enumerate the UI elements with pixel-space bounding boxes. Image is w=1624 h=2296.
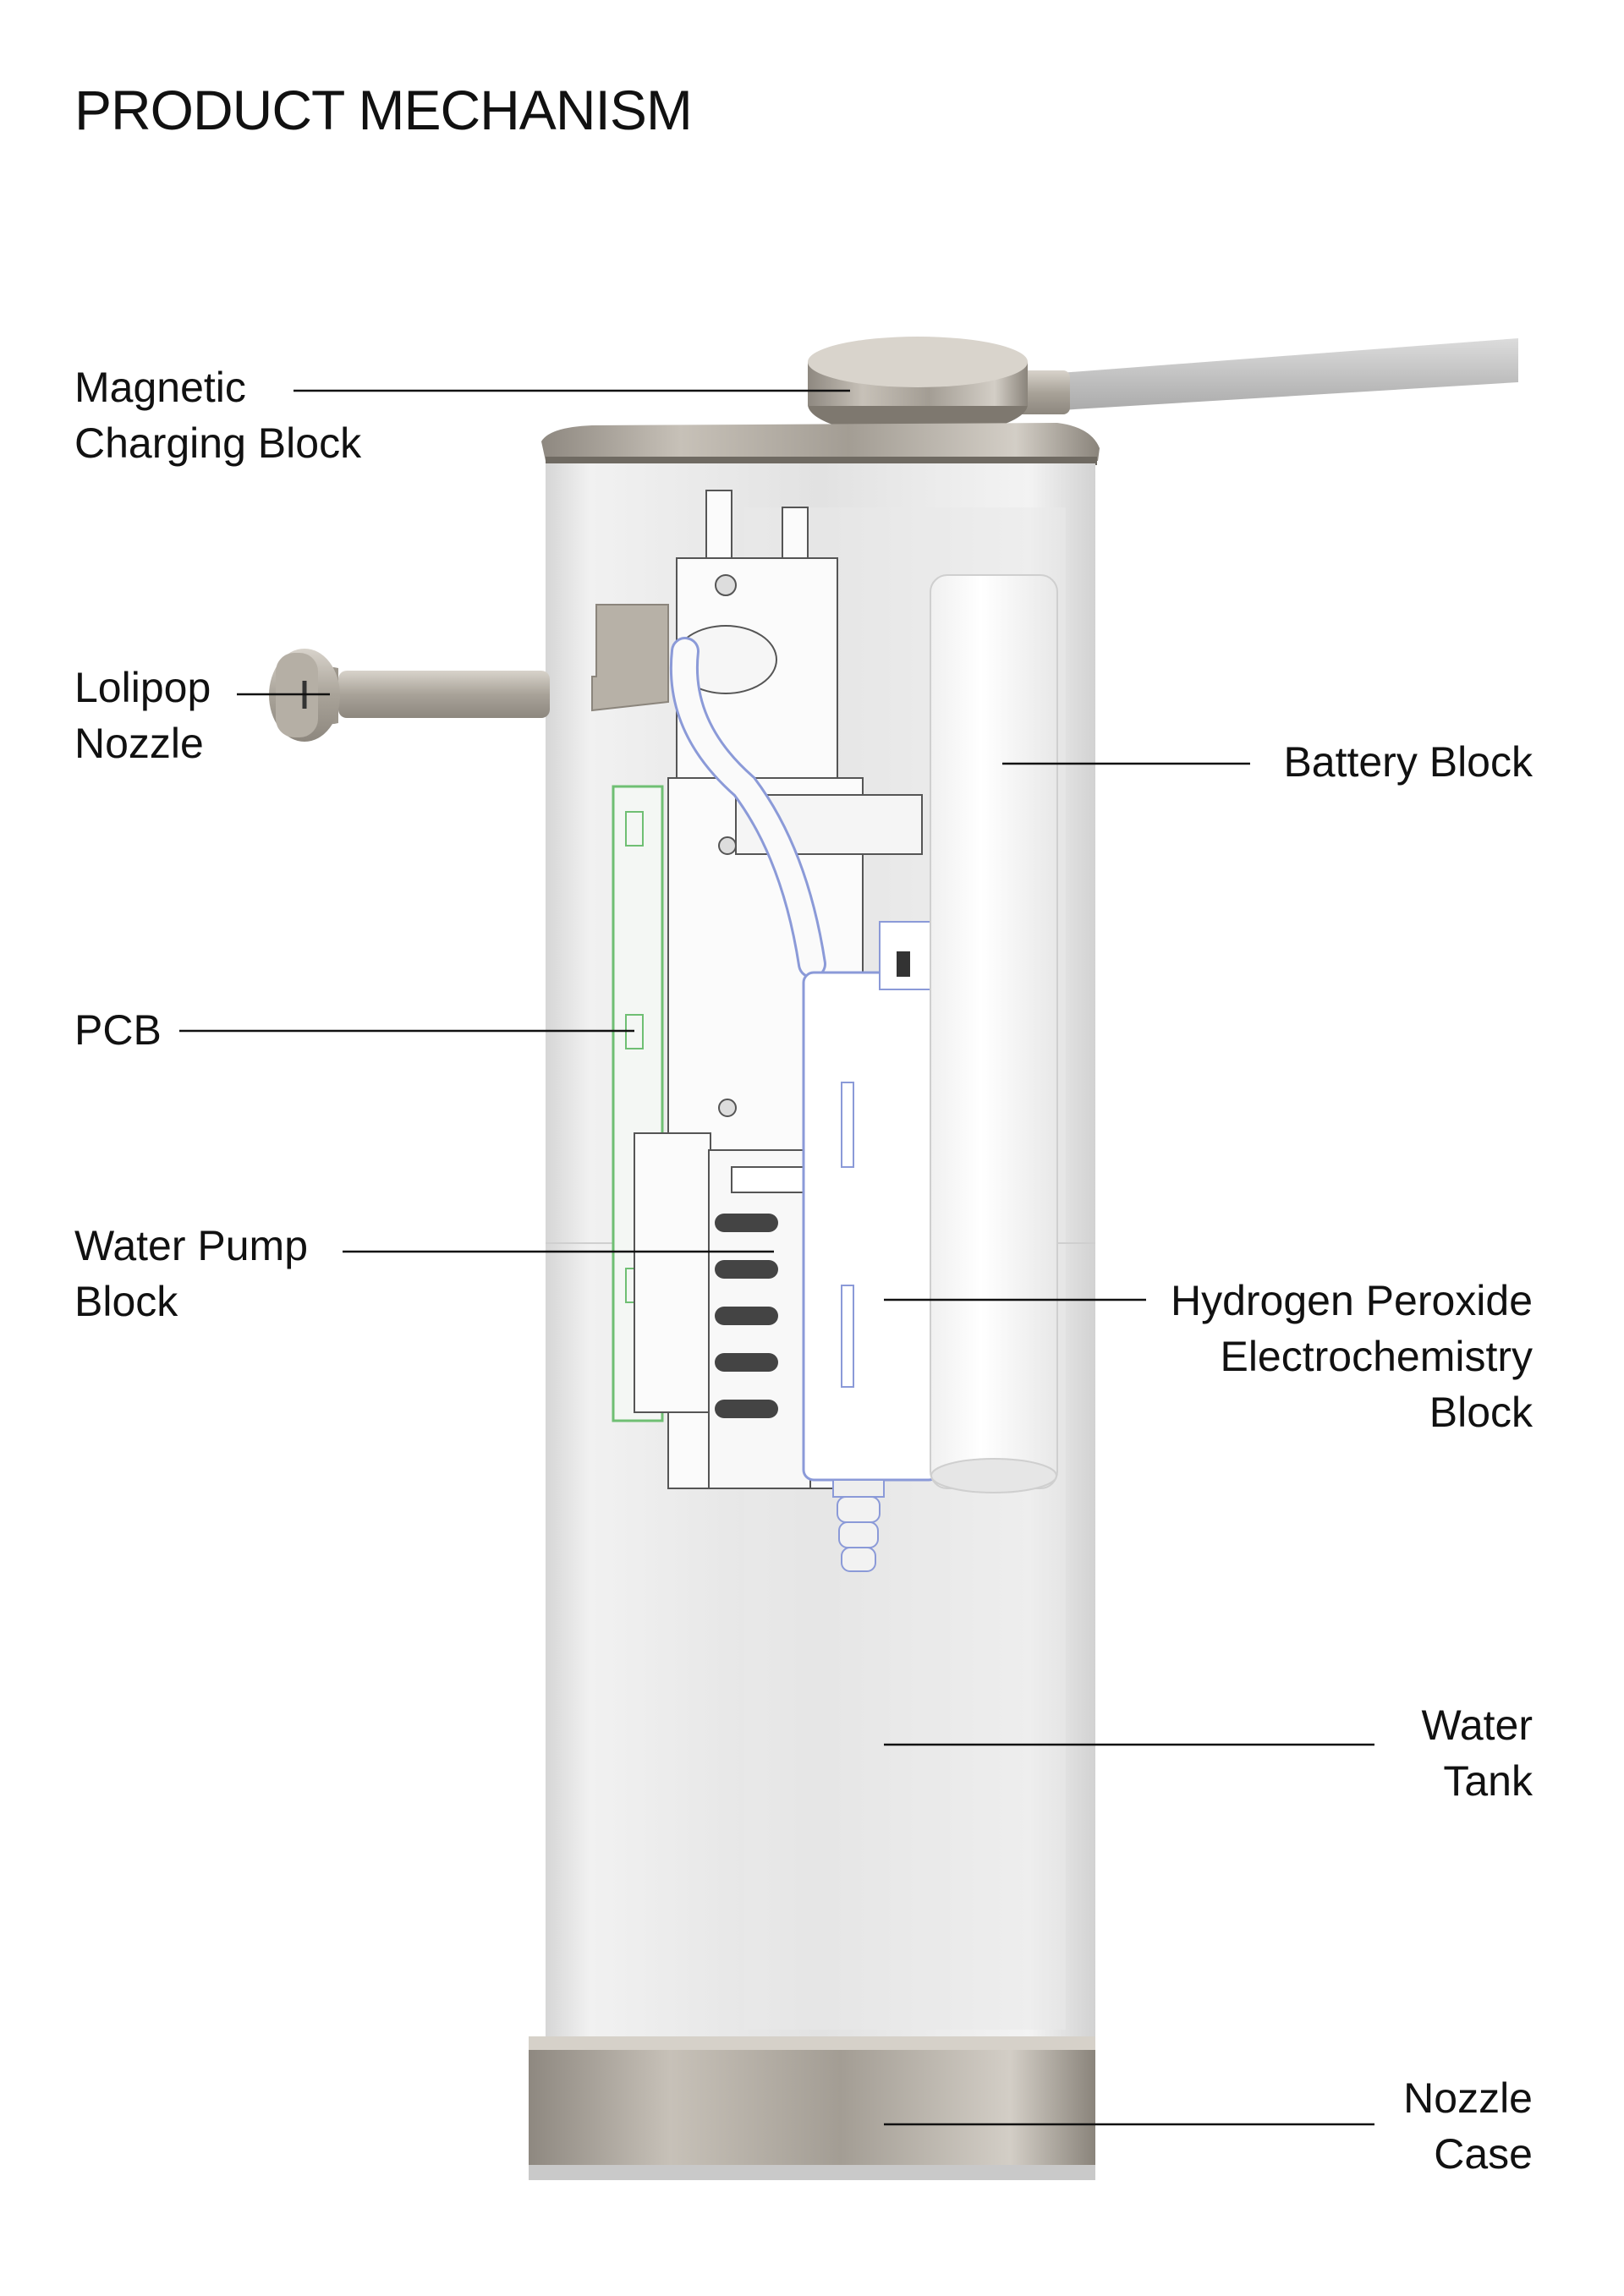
page-title: PRODUCT MECHANISM: [74, 79, 693, 141]
leader-lines: [179, 389, 1374, 2126]
magnetic-charging-block: [808, 337, 1028, 436]
label-battery-block: Battery Block: [1283, 738, 1533, 786]
label-water-pump-block: Water Pump Block: [74, 1222, 309, 1325]
label-water-tank: Water Tank: [1421, 1701, 1533, 1805]
top-lid: [541, 423, 1100, 465]
hydrogen-peroxide-block: [802, 921, 941, 1572]
mount-bracket: [591, 604, 669, 712]
water-pump-block: [708, 1149, 817, 1489]
charging-cable: [1011, 338, 1518, 414]
label-hydrogen-peroxide-block: Hydrogen Peroxide Electrochemistry Block: [1170, 1277, 1533, 1436]
label-nozzle-case: Nozzle Case: [1403, 2074, 1533, 2178]
label-lolipop-nozzle: Lolipop Nozzle: [74, 664, 211, 767]
label-pcb: PCB: [74, 1006, 162, 1054]
label-magnetic-charging-block: Magnetic Charging Block: [74, 364, 362, 467]
battery-block: [930, 574, 1058, 1493]
nozzle-case: [529, 2036, 1095, 2180]
